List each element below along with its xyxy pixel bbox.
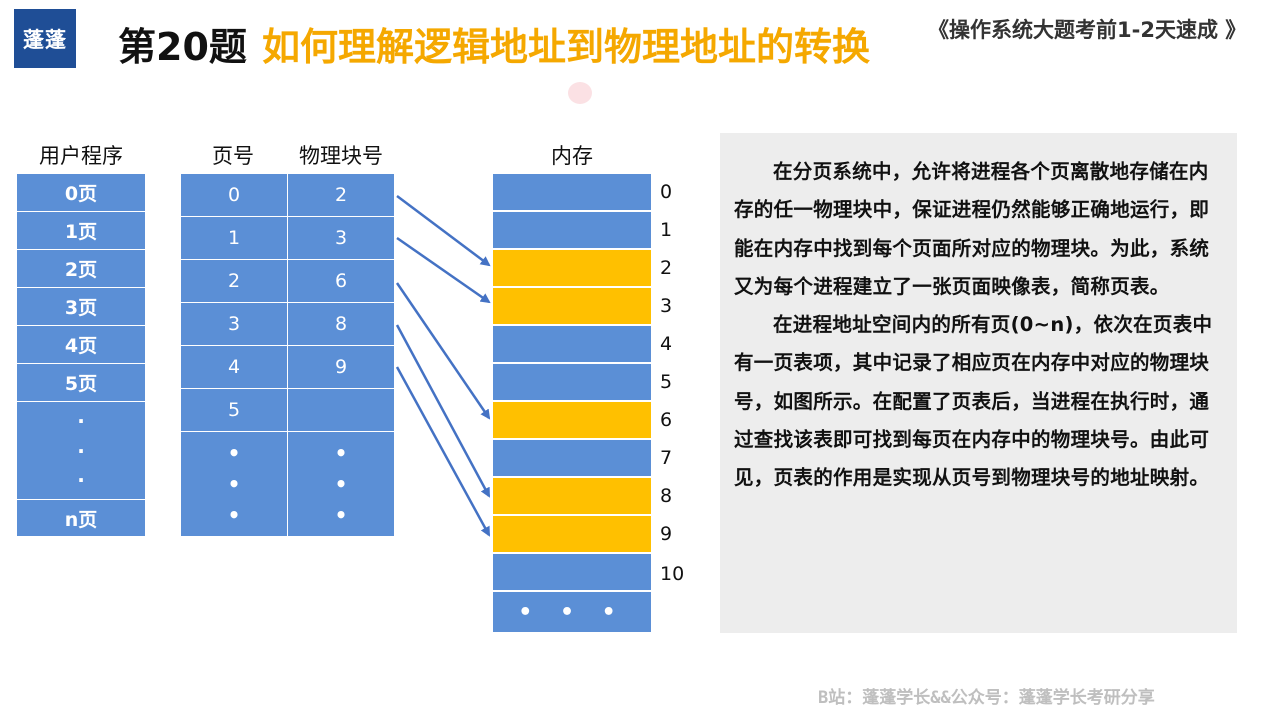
memory-block-number: 6: [660, 409, 673, 431]
user-program-heading: 用户程序: [39, 144, 123, 168]
explanation-paragraph-2: 在进程地址空间内的所有页(0~n)，依次在页表中有一页表项，其中记录了相应页在内…: [734, 313, 1213, 490]
block-number-cell: 6: [287, 259, 395, 303]
block-number-cell: 8: [287, 302, 395, 346]
question-number: 第20题: [118, 25, 247, 69]
mapping-arrow-0: [396, 195, 491, 267]
page-number-cell: 4: [180, 345, 288, 389]
ellipsis-dot: •: [334, 472, 348, 496]
ellipsis-dot: •: [227, 441, 241, 465]
memory-block-number: 4: [660, 333, 673, 355]
memory-block: [492, 363, 652, 401]
mapping-arrow-2: [395, 282, 491, 420]
ellipsis-dot: •: [334, 441, 348, 465]
page-number-cell: 0: [180, 173, 288, 217]
user-page: 1页: [16, 211, 146, 250]
user-page: 0页: [16, 173, 146, 212]
user-page: 4页: [16, 325, 146, 364]
memory-block-number: 3: [660, 295, 673, 317]
course-subtitle: 《操作系统大题考前1-2天速成 》: [928, 18, 1247, 42]
memory-block-occupied: [492, 287, 652, 325]
memory-block-number: 9: [660, 523, 673, 545]
mapping-arrow-1: [396, 236, 491, 304]
memory-block-occupied: [492, 249, 652, 287]
page-number-ellipsis: • • •: [180, 431, 288, 537]
memory-ellipsis: • • •: [492, 591, 652, 633]
memory-heading: 内存: [551, 144, 593, 168]
explanation-box: 在分页系统中，允许将进程各个页离散地存储在内存的任一物理块中，保证进程仍然能够正…: [720, 133, 1237, 633]
ellipsis-dot: ·: [77, 467, 85, 492]
explanation-paragraph-1: 在分页系统中，允许将进程各个页离散地存储在内存的任一物理块中，保证进程仍然能够正…: [734, 160, 1210, 298]
memory-block: [492, 173, 652, 211]
page-number-heading: 页号: [212, 144, 254, 168]
memory-block: [492, 211, 652, 249]
memory-block-number: 7: [660, 447, 673, 469]
mapping-arrow-4: [395, 366, 491, 537]
ellipsis-dot: •: [334, 503, 348, 527]
memory-block-number: 8: [660, 485, 673, 507]
ellipsis-dot: •: [227, 472, 241, 496]
memory-block-number: 10: [660, 563, 685, 585]
page-number-cell: 5: [180, 388, 288, 432]
mapping-arrow-3: [395, 324, 491, 498]
block-number-heading: 物理块号: [299, 144, 383, 168]
user-page-ellipsis: · · ·: [16, 401, 146, 500]
memory-block-number: 2: [660, 257, 673, 279]
memory-block: [492, 553, 652, 591]
page-number-cell: 2: [180, 259, 288, 303]
logo: 蓬蓬: [14, 9, 76, 68]
memory-block: [492, 439, 652, 477]
user-page: 5页: [16, 363, 146, 402]
user-page-last: n页: [16, 499, 146, 537]
memory-block-occupied: [492, 515, 652, 553]
cursor-dot: [568, 82, 592, 104]
ellipsis-dot: •: [227, 503, 241, 527]
block-number-cell: 2: [287, 173, 395, 217]
memory-block-occupied: [492, 401, 652, 439]
memory-block-number: 5: [660, 371, 673, 393]
ellipsis-dot: ·: [77, 438, 85, 463]
memory-block-number: 1: [660, 219, 673, 241]
block-number-ellipsis: • • •: [287, 431, 395, 537]
ellipsis-dot: ·: [77, 409, 85, 434]
memory-block-number: 0: [660, 181, 673, 203]
page-title: 如何理解逻辑地址到物理地址的转换: [262, 25, 871, 69]
memory-block: [492, 325, 652, 363]
footer-credit: B站：蓬蓬学长&&公众号：蓬蓬学长考研分享: [818, 688, 1155, 708]
memory-block-occupied: [492, 477, 652, 515]
user-page: 2页: [16, 249, 146, 288]
